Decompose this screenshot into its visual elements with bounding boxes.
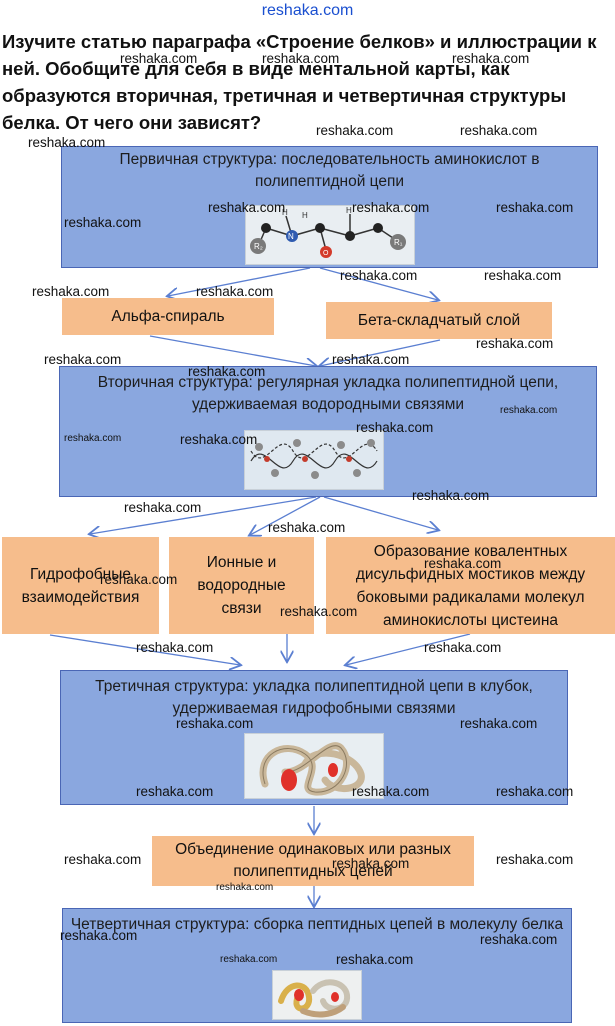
- question-text: Изучите статью параграфа «Строение белко…: [2, 31, 597, 133]
- watermark: reshaka.com: [60, 928, 138, 943]
- r1-label: R₁: [394, 238, 403, 247]
- watermark: reshaka.com: [424, 556, 502, 571]
- watermark: reshaka.com: [280, 604, 358, 619]
- o-label: O: [323, 250, 329, 257]
- watermark: reshaka.com: [124, 500, 202, 515]
- watermark: reshaka.com: [64, 215, 142, 230]
- watermark: reshaka.com: [262, 51, 340, 66]
- arrow-primary-beta: [319, 267, 438, 300]
- watermark: reshaka.com: [136, 640, 214, 655]
- watermark: reshaka.com: [452, 51, 530, 66]
- watermark: reshaka.com: [176, 716, 254, 731]
- quaternary-structure-text: Четвертичная структура: сборка пептидных…: [70, 916, 564, 933]
- r2-label: R₂: [254, 242, 263, 251]
- watermark: reshaka.com: [196, 284, 274, 299]
- watermark: reshaka.com: [216, 882, 274, 893]
- watermark: reshaka.com: [220, 954, 278, 965]
- arrow-secondary-disulfide: [323, 496, 438, 530]
- disulfide-bridges-box: Образование ковалентных дисульфидных мос…: [326, 537, 615, 634]
- secondary-structure-image: [244, 430, 384, 490]
- tertiary-structure-box: Третичная структура: укладка полипептидн…: [60, 670, 568, 805]
- watermark: reshaka.com: [424, 640, 502, 655]
- watermark: reshaka.com: [44, 352, 122, 367]
- watermark: reshaka.com: [352, 200, 430, 215]
- watermark: reshaka.com: [484, 268, 562, 283]
- watermark: reshaka.com: [496, 200, 574, 215]
- arrow-hydrophobic-tertiary: [49, 634, 240, 665]
- watermark: reshaka.com: [332, 352, 410, 367]
- watermark: reshaka.com: [480, 932, 558, 947]
- hydrophobic-interactions-box: Гидрофобные взаимодействия: [2, 537, 159, 634]
- watermark: reshaka.com: [476, 336, 554, 351]
- watermark: reshaka.com: [208, 200, 286, 215]
- watermark: reshaka.com: [412, 488, 490, 503]
- watermark: reshaka.com: [28, 135, 106, 150]
- primary-structure-box: Первичная структура: последовательность …: [61, 146, 598, 268]
- site-header[interactable]: reshaka.com: [261, 2, 354, 19]
- watermark: reshaka.com: [496, 784, 574, 799]
- primary-structure-text: Первичная структура: последовательность …: [119, 151, 540, 190]
- watermark: reshaka.com: [352, 784, 430, 799]
- n-label: N: [288, 232, 294, 241]
- watermark: reshaka.com: [332, 856, 410, 871]
- watermark: reshaka.com: [356, 420, 434, 435]
- watermark: reshaka.com: [120, 51, 198, 66]
- watermark: reshaka.com: [64, 852, 142, 867]
- watermark: reshaka.com: [268, 520, 346, 535]
- secondary-structure-text: Вторичная структура: регулярная укладка …: [97, 374, 559, 413]
- watermark: reshaka.com: [188, 364, 266, 379]
- watermark: reshaka.com: [460, 716, 538, 731]
- watermark: reshaka.com: [136, 784, 214, 799]
- arrow-secondary-ionic: [250, 496, 321, 535]
- h1-label: H: [282, 208, 288, 217]
- watermark: reshaka.com: [460, 123, 538, 138]
- watermark: reshaka.com: [32, 284, 110, 299]
- arrow-secondary-hydrophobic: [90, 496, 317, 534]
- h3-label: H: [302, 211, 308, 220]
- watermark: reshaka.com: [336, 952, 414, 967]
- tertiary-structure-image: [244, 733, 384, 799]
- watermark: reshaka.com: [340, 268, 418, 283]
- alpha-helix-box: Альфа-спираль: [62, 298, 274, 335]
- arrow-disulfide-tertiary: [346, 633, 471, 665]
- beta-sheet-box: Бета-складчатый слой: [326, 302, 552, 339]
- arrow-beta-secondary: [320, 339, 441, 366]
- watermark: reshaka.com: [496, 852, 574, 867]
- ionic-hydrogen-bonds-box: Ионные и водородные связи: [169, 537, 314, 634]
- watermark: reshaka.com: [316, 123, 394, 138]
- secondary-structure-box: Вторичная структура: регулярная укладка …: [59, 366, 597, 497]
- arrow-alpha-secondary: [149, 335, 316, 366]
- watermark: reshaka.com: [100, 572, 178, 587]
- watermark: reshaka.com: [64, 433, 122, 444]
- watermark: reshaka.com: [180, 432, 258, 447]
- watermark: reshaka.com: [500, 405, 558, 416]
- tertiary-structure-text: Третичная структура: укладка полипептидн…: [95, 678, 533, 717]
- arrow-primary-alpha: [168, 267, 311, 296]
- amino-acid-chain-image: R₂ R₁ N O H H H: [245, 205, 415, 265]
- h2-label: H: [346, 206, 352, 215]
- chain-union-box: Объединение одинаковых или разных полипе…: [152, 836, 474, 886]
- quaternary-structure-image: [272, 970, 362, 1020]
- quaternary-structure-box: Четвертичная структура: сборка пептидных…: [62, 908, 572, 1023]
